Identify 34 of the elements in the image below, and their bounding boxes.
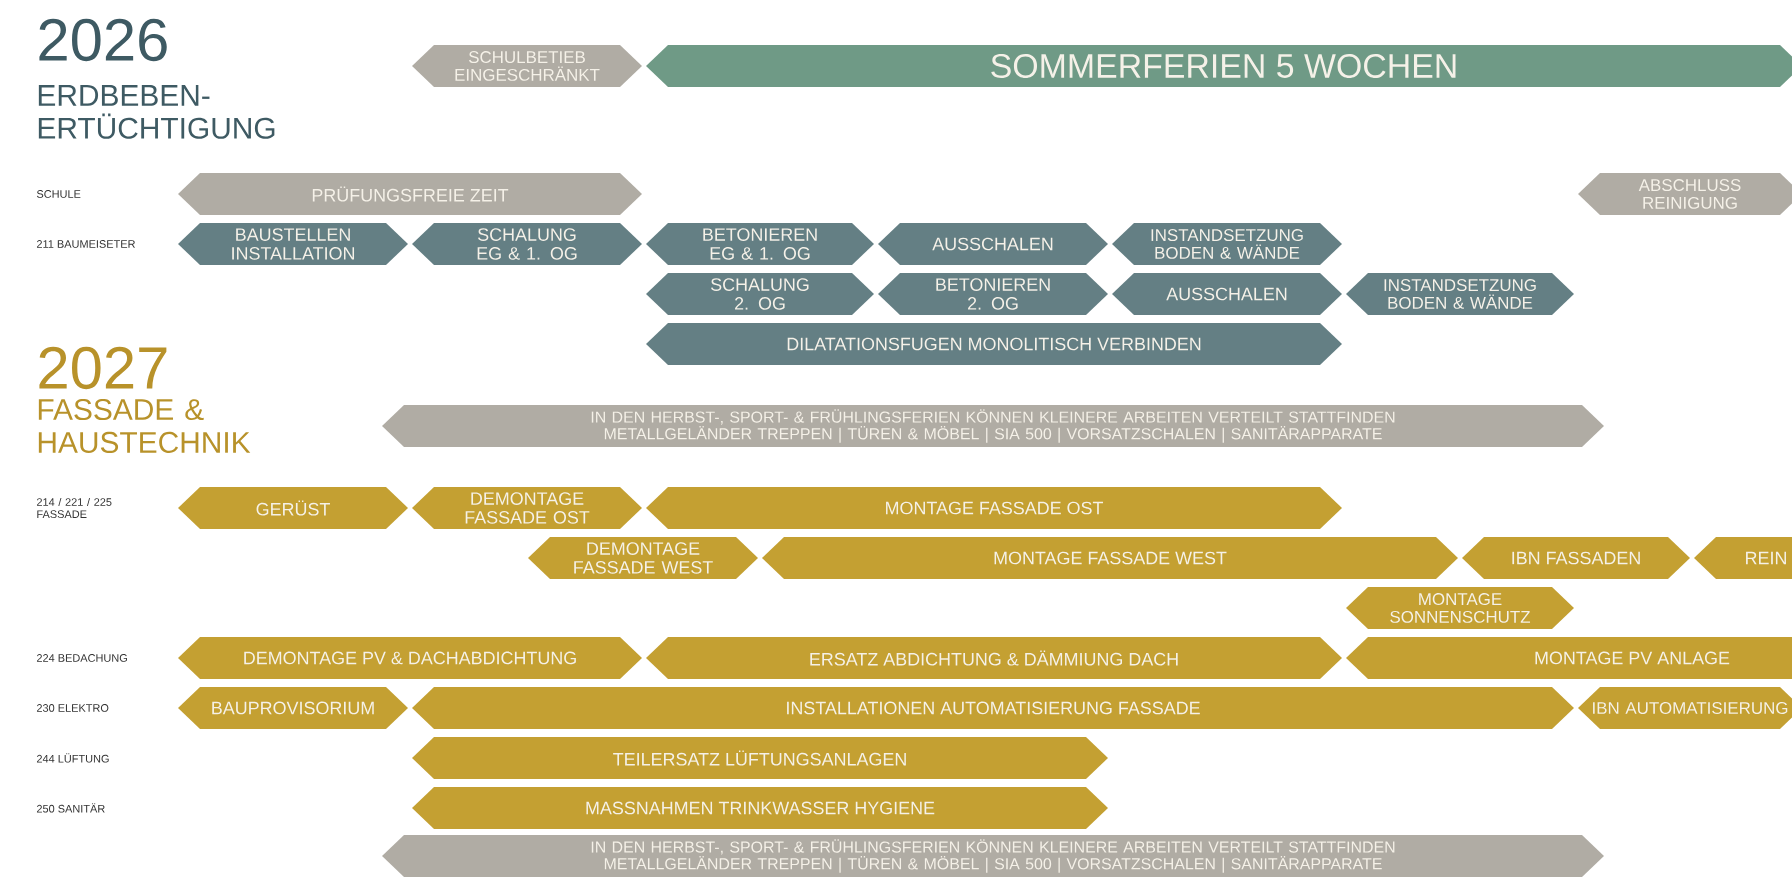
phase-bar: ABSCHLUSS REINIGUNG	[1578, 173, 1792, 215]
phase-bar: IBN FASSADEN	[1462, 537, 1690, 579]
phase-bar: AUSSCHALEN	[1112, 273, 1342, 315]
phase-bar: SCHULBETIEB EINGESCHRÄNKT	[412, 45, 642, 87]
phase-bar: MASSNAHMEN TRINKWASSER HYGIENE	[412, 787, 1108, 829]
phase-bar: IBN AUTOMATISIERUNG	[1578, 687, 1792, 729]
phase-bar: DEMONTAGE FASSADE OST	[412, 487, 642, 529]
phase-bar: BETONIEREN EG & 1. OG	[646, 223, 874, 265]
phase-bar: DILATATIONSFUGEN MONOLITISCH VERBINDEN	[646, 323, 1342, 365]
phase-bar: SOMMERFERIEN 5 WOCHEN	[646, 45, 1792, 87]
phase-bar: INSTANDSETZUNG BODEN & WÄNDE	[1346, 273, 1574, 315]
phase-bar: MONTAGE SONNENSCHUTZ	[1346, 587, 1574, 629]
section-heading: ERDBEBEN- ERTÜCHTIGUNG	[38, 85, 275, 139]
phase-bar: INSTANDSETZUNG BODEN & WÄNDE	[1112, 223, 1342, 265]
phase-bar: MONTAGE FASSADE OST	[646, 487, 1342, 529]
phase-bar: DEMONTAGE FASSADE WEST	[528, 537, 758, 579]
phase-bar: SCHALUNG 2. OG	[646, 273, 874, 315]
phase-bar: BETONIEREN 2. OG	[878, 273, 1108, 315]
year-heading: 2027	[39, 346, 167, 390]
phase-bar: INSTALLATIONEN AUTOMATISIERUNG FASSADE	[412, 687, 1574, 729]
phase-bar: TEILERSATZ LÜFTUNGSANLAGEN	[412, 737, 1108, 779]
phase-bar: BAUSTELLEN INSTALLATION	[178, 223, 408, 265]
phase-bar: PRÜFUNGSFREIE ZEIT	[178, 173, 642, 215]
phase-bar: MONTAGE FASSADE WEST	[762, 537, 1458, 579]
phase-bar: AUSSCHALEN	[878, 223, 1108, 265]
phase-bar: GERÜST	[178, 487, 408, 529]
phase-bar: BAUPROVISORIUM	[178, 687, 408, 729]
section-heading: FASSADE & HAUSTECHNIK	[38, 398, 251, 453]
phase-bar: DEMONTAGE PV & DACHABDICHTUNG	[178, 637, 642, 679]
year-heading: 2026	[39, 18, 167, 62]
phase-bar: REIN	[1694, 537, 1792, 579]
phase-bar: SCHALUNG EG & 1. OG	[412, 223, 642, 265]
phase-bar: ERSATZ ABDICHTUNG & DÄMMIUNG DACH	[646, 637, 1342, 679]
phase-bar: MONTAGE PV ANLAGE	[1346, 637, 1792, 679]
